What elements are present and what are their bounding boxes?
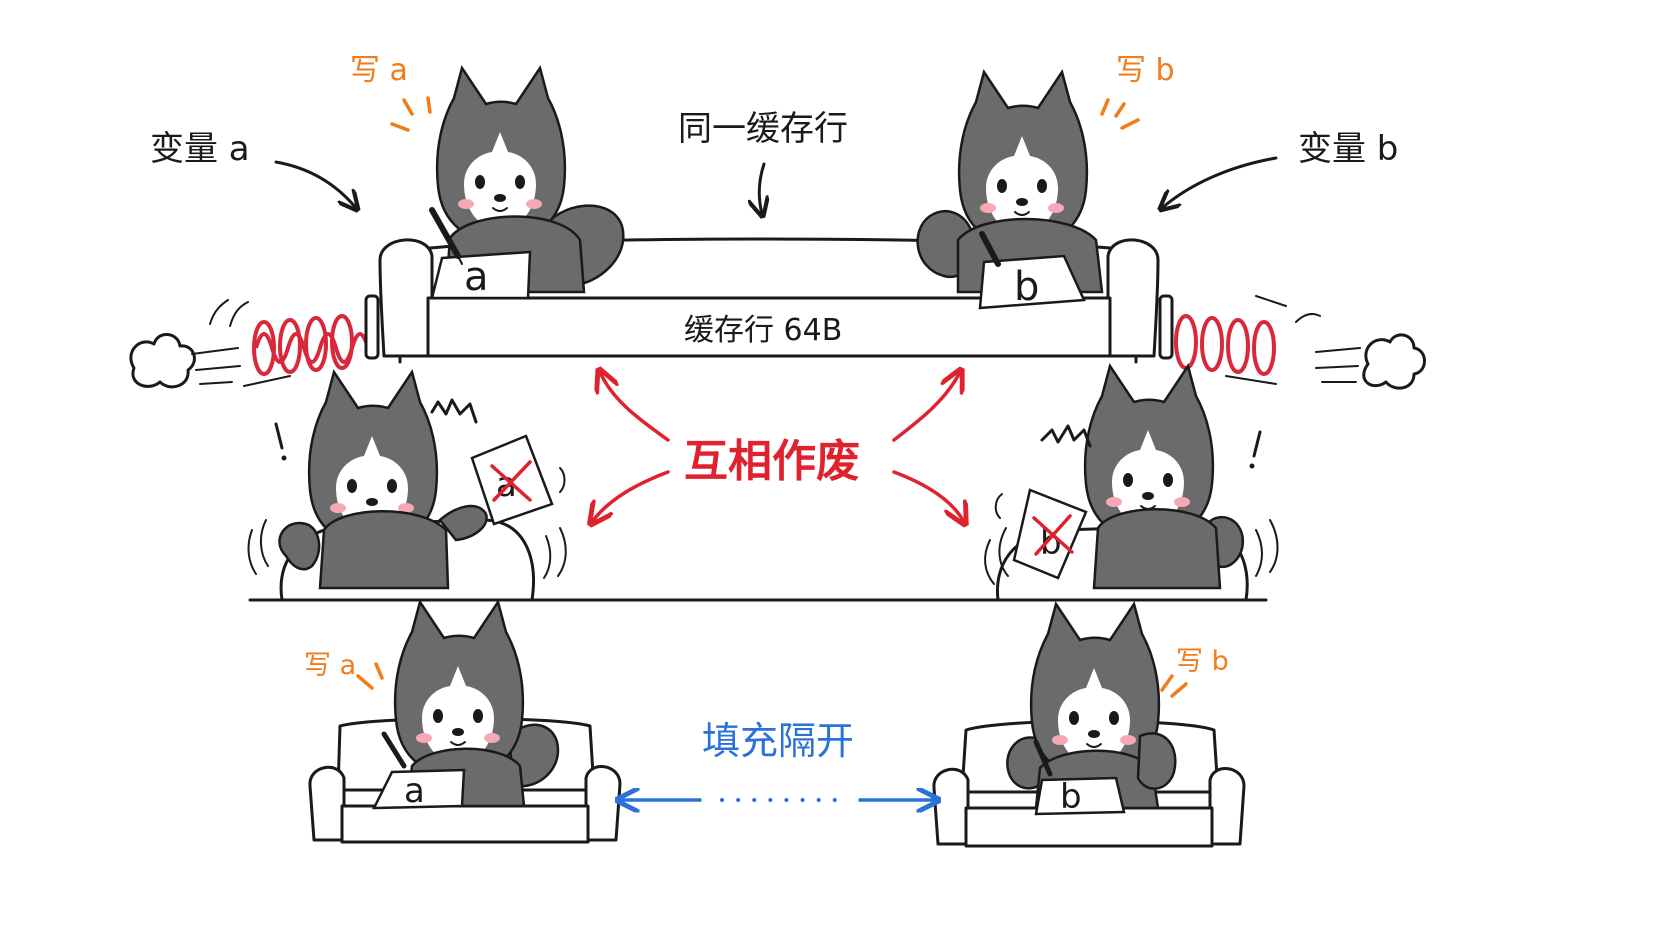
invalidation-arrow-up-left [600, 372, 670, 442]
bottom-right-pen-icon [1033, 739, 1053, 777]
write-a-bottom-label: 写 a [304, 650, 356, 681]
right-spring [1158, 294, 1321, 385]
mutual-invalidation-label: 互相作废 [684, 436, 860, 487]
mid-right-dog [1083, 364, 1245, 590]
write-b-top-label: 写 b [1116, 53, 1175, 88]
same-cache-line-arrow [759, 162, 764, 214]
padding-isolation-label: 填充隔开 [702, 719, 854, 763]
bottom-left-paper: a [371, 768, 466, 811]
top-left-paper-letter: a [464, 254, 489, 300]
invalidation-arrow-down-left [592, 470, 670, 522]
mid-left-dog [278, 370, 488, 590]
bottom-left-paper-letter: a [404, 771, 425, 811]
top-right-pen-icon [979, 231, 1001, 267]
write-b-bottom-label: 写 b [1176, 646, 1229, 677]
write-b-bottom-ticks [1160, 674, 1188, 698]
left-dust-puff [129, 333, 241, 389]
cache-line-size-label: 缓存行 64B [684, 313, 842, 348]
same-cache-line-label: 同一缓存行 [678, 109, 848, 149]
bottom-right-paper: b [1034, 776, 1126, 817]
write-b-action-ticks [1100, 98, 1140, 130]
left-spring [209, 294, 380, 387]
invalidation-arrow-down-right [892, 470, 964, 522]
top-right-paper-letter: b [1014, 264, 1039, 310]
mid-left-rejected-paper: a [470, 434, 554, 526]
variable-b-arrow [1162, 156, 1278, 208]
mid-left-alarm-marks [247, 398, 567, 579]
top-left-paper: a [430, 250, 532, 300]
mid-right-alarm-marks [984, 424, 1279, 585]
top-right-paper: b [978, 254, 1086, 310]
mid-left-cross-icon [490, 460, 532, 502]
variable-b-label: 变量 b [1298, 129, 1398, 169]
write-a-top-label: 写 a [350, 53, 408, 88]
right-dust-puff [1315, 333, 1426, 390]
bottom-right-paper-letter: b [1060, 777, 1082, 817]
mid-right-cross-icon [1032, 514, 1074, 556]
invalidation-arrow-up-right [892, 372, 960, 442]
mid-right-rejected-paper: b [1012, 488, 1088, 580]
bottom-right-dog [1006, 602, 1177, 810]
variable-a-arrow [274, 160, 356, 208]
write-a-action-ticks [390, 96, 432, 132]
top-left-pen-icon [429, 207, 463, 265]
variable-a-label: 变量 a [150, 129, 250, 169]
write-a-bottom-ticks [356, 662, 384, 690]
bottom-left-pen-icon [381, 731, 407, 769]
